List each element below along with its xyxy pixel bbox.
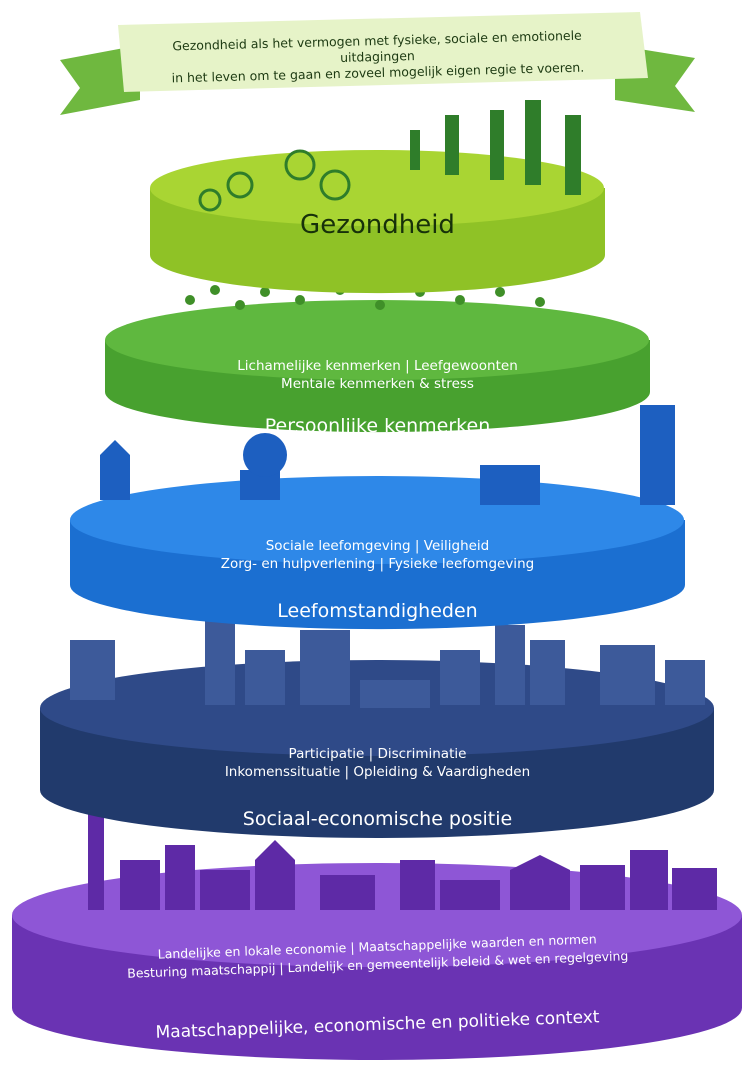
people-figures — [198, 100, 581, 212]
tier-sociaal — [40, 620, 714, 838]
tier-title-gezondheid: Gezondheid — [300, 210, 455, 240]
neighbourhood-scene — [100, 405, 675, 505]
tier-context — [12, 730, 742, 1060]
tier-title-sociaal: Sociaal-economische positie — [242, 808, 513, 830]
tier-title-leefomstandigheden: Leefomstandigheden — [277, 600, 478, 622]
persoonlijk-line-1: Lichamelijke kenmerken | Leefgewoonten — [237, 358, 518, 374]
persoonlijk-subtext: Lichamelijke kenmerken | Leefgewoonten M… — [0, 357, 755, 393]
tier-title-persoonlijk: Persoonlijke kenmerken — [264, 415, 491, 437]
leefomstandigheden-line-1: Sociale leefomgeving | Veiligheid — [265, 538, 490, 554]
leefomstandigheden-subtext: Sociale leefomgeving | Veiligheid Zorg- … — [0, 537, 755, 573]
tier-leefomstandigheden — [70, 405, 685, 630]
persoonlijk-line-2: Mentale kenmerken & stress — [281, 376, 474, 392]
sociaal-line-2: Inkomenssituatie | Opleiding & Vaardighe… — [224, 764, 531, 780]
utrecht-skyline — [88, 730, 717, 910]
banner-ribbon — [60, 12, 695, 115]
tier-persoonlijk — [105, 285, 650, 433]
sociaal-line-1: Participatie | Discriminatie — [288, 746, 467, 762]
city-skyline — [70, 620, 705, 708]
leefomstandigheden-line-2: Zorg- en hulpverlening | Fysieke leefomg… — [220, 556, 535, 572]
sociaal-subtext: Participatie | Discriminatie Inkomenssit… — [0, 745, 755, 781]
